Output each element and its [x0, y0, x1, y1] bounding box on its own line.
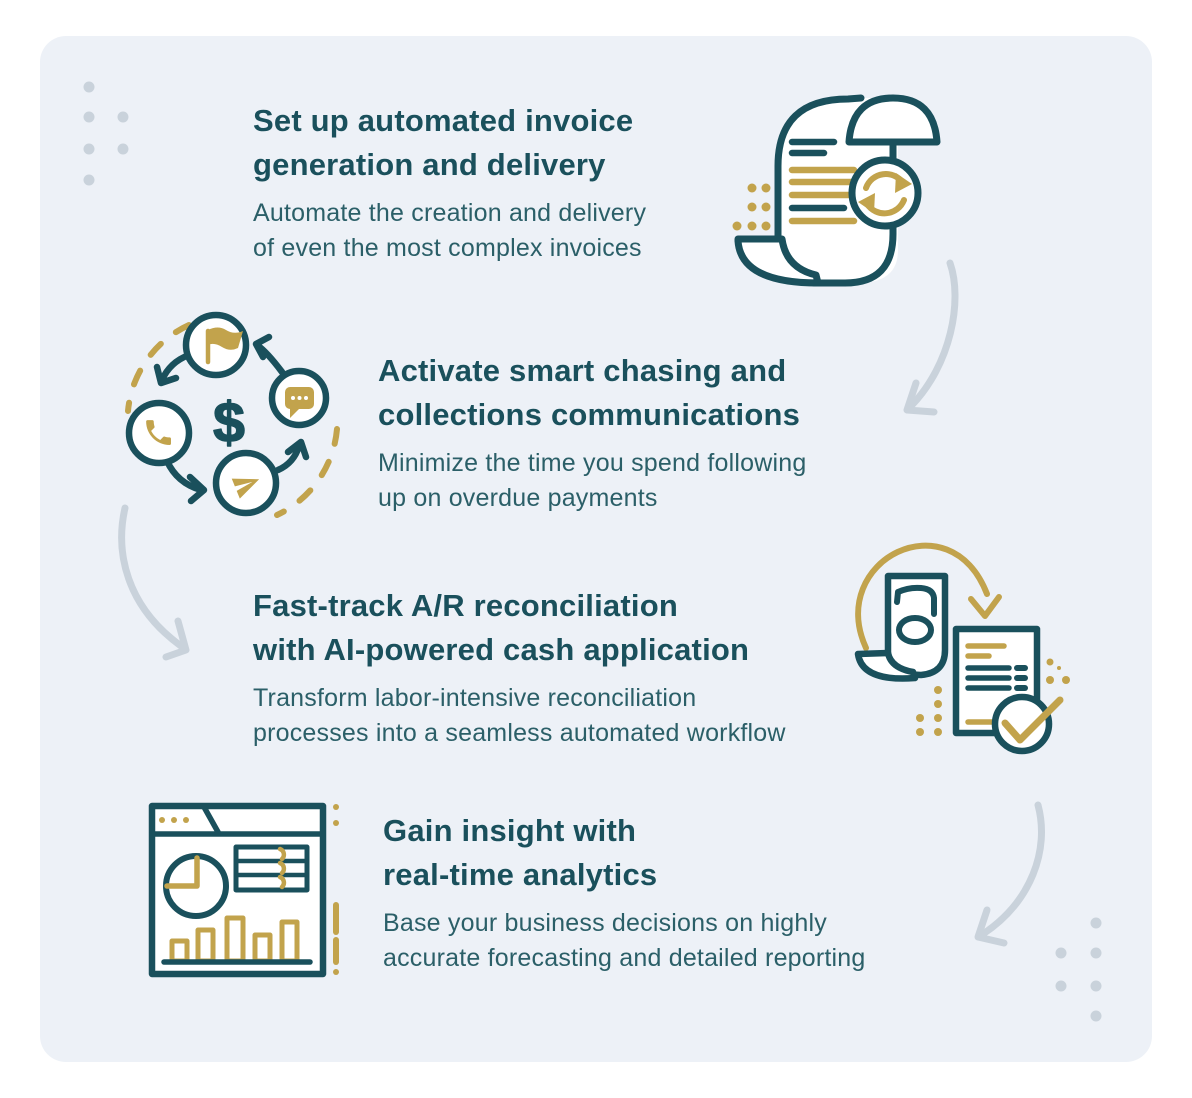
check-circle: [991, 693, 1053, 755]
heading-line: collections communications: [378, 397, 801, 432]
heading-line: Set up automated invoice: [253, 103, 634, 138]
section-invoice-generation: Set up automated invoice generation and …: [253, 99, 646, 266]
section-heading: Fast-track A/R reconciliation with AI-po…: [253, 584, 786, 672]
gray-dots-bottom-right: [1055, 917, 1102, 1022]
gold-dots-invoice: [732, 183, 771, 231]
section-body: Automate the creation and delivery of ev…: [253, 196, 646, 266]
section-body: Base your business decisions on highly a…: [383, 906, 866, 976]
section-heading: Set up automated invoice generation and …: [253, 99, 646, 187]
phone-icon: [146, 420, 171, 445]
section-body: Transform labor-intensive reconciliation…: [253, 681, 786, 751]
body-line: of even the most complex invoices: [253, 234, 642, 262]
collections-cycle-icon: $: [125, 311, 340, 518]
chat-icon: [285, 387, 314, 418]
gold-dots-doc-right: [1046, 658, 1070, 684]
body-line: Base your business decisions on highly: [383, 909, 827, 937]
heading-line: Gain insight with: [383, 813, 637, 848]
gold-arc-arrow: [855, 542, 990, 651]
gold-dashed-arcs: [125, 322, 340, 518]
analytics-dashboard-icon: [148, 802, 339, 978]
cash-application-check-icon: [854, 542, 1070, 755]
flow-arrow-3: [974, 801, 1045, 947]
heading-line: generation and delivery: [253, 147, 606, 182]
banknote: [854, 572, 949, 682]
section-realtime-analytics: Gain insight with real-time analytics Ba…: [383, 809, 866, 976]
section-body: Minimize the time you spend following up…: [378, 446, 806, 516]
body-line: Transform labor-intensive reconciliation: [253, 684, 697, 712]
gold-dots-doc-left: [916, 686, 942, 736]
reconciliation-document: [952, 625, 1041, 737]
body-line: Minimize the time you spend following: [378, 449, 807, 477]
sync-arrows: [858, 171, 912, 217]
section-heading: Activate smart chasing and collections c…: [378, 349, 806, 437]
mini-table: [233, 844, 310, 893]
invoice-scroll-sync-icon: [732, 94, 941, 287]
flag-circle: [182, 311, 250, 379]
heading-line: Fast-track A/R reconciliation: [253, 588, 678, 623]
window-dots: [159, 817, 189, 823]
flow-arrow-2: [118, 504, 190, 661]
body-line: Automate the creation and delivery: [253, 199, 647, 227]
dollar-sign: $: [213, 391, 245, 455]
body-line: accurate forecasting and detailed report…: [383, 944, 866, 972]
heading-line: Activate smart chasing and: [378, 353, 787, 388]
body-line: processes into a seamless automated work…: [253, 719, 786, 747]
flow-arrow-1: [903, 259, 959, 416]
body-line: up on overdue payments: [378, 484, 658, 512]
section-heading: Gain insight with real-time analytics: [383, 809, 866, 897]
paper-plane-icon: [231, 478, 260, 499]
phone-circle: [125, 399, 193, 467]
heading-line: real-time analytics: [383, 857, 658, 892]
gray-dots-top-left: [83, 81, 129, 186]
invoice-text-lines: [788, 138, 858, 225]
heading-line: with AI-powered cash application: [253, 632, 750, 667]
flag-icon: [205, 327, 243, 365]
section-smart-chasing: Activate smart chasing and collections c…: [378, 349, 806, 516]
check-mark: [1001, 696, 1064, 744]
gold-dashed-line: [333, 804, 339, 975]
section-ar-reconciliation: Fast-track A/R reconciliation with AI-po…: [253, 584, 786, 751]
